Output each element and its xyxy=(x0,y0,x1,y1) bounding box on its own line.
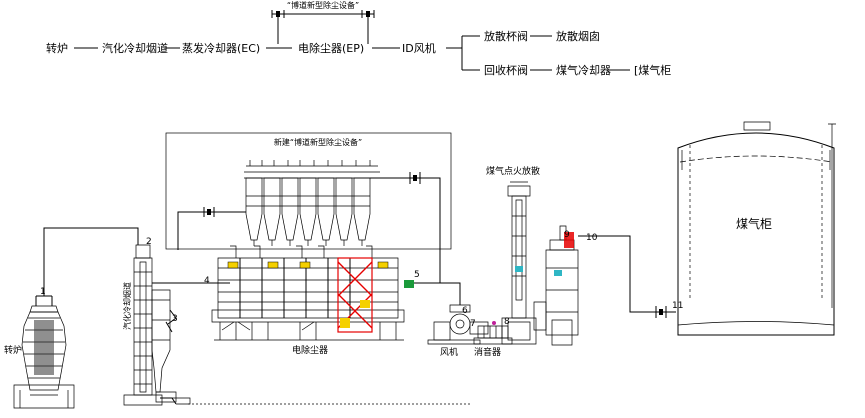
filter-outlet-valve xyxy=(409,172,421,184)
top-note: “博道新型除尘设备” xyxy=(287,0,359,10)
ep-highlight-section xyxy=(337,257,373,333)
flow-step-converter: 转炉 xyxy=(46,41,68,55)
number-10: 10 xyxy=(586,233,598,243)
cooling-flue: 汽化冷却烟道 2 xyxy=(122,237,163,406)
new-equipment-box: 新建“博道新型除尘设备” xyxy=(165,132,452,283)
branch-bottom-holder: [煤气柜 xyxy=(634,63,671,77)
converter-label: 转炉 xyxy=(4,344,22,356)
filter-inlet-line xyxy=(177,211,246,250)
number-8: 8 xyxy=(504,317,510,327)
filter-top-header xyxy=(244,160,380,179)
branch-bottom-cooler: 煤气冷却器 xyxy=(556,63,611,77)
fan-label: 风机 xyxy=(440,346,458,358)
bypass-line xyxy=(277,13,369,44)
bypass-valve-right xyxy=(361,10,375,18)
gas-cooler: 9 xyxy=(533,225,579,346)
duct-to-holder xyxy=(578,235,676,313)
electrostatic-precipitator: 电除尘器 5 xyxy=(211,245,420,356)
number-7: 7 xyxy=(470,319,476,329)
branch-top-valve: 放散杯阀 xyxy=(484,29,528,43)
flow-step-flue: 汽化冷却烟道 xyxy=(102,41,168,55)
silencer: 消音器 7 xyxy=(470,319,513,358)
branch-top-stack: 放散烟囱 xyxy=(556,29,600,43)
duct-converter-to-flue xyxy=(43,227,139,296)
number-2: 2 xyxy=(146,237,152,247)
flow-step-fan: ID风机 xyxy=(402,41,436,55)
new-equipment-title: 新建“博道新型除尘设备” xyxy=(274,137,362,147)
number-3: 3 xyxy=(172,314,178,324)
number-6: 6 xyxy=(462,306,468,316)
duct-ep-to-fan xyxy=(414,282,461,305)
filter-inlet-valve xyxy=(203,207,215,217)
flow-chart: “博道新型除尘设备” 转炉 汽化冷却烟道 蒸发冷却器(EC) 电除尘器(EP) … xyxy=(46,0,671,77)
ep-label: 电除尘器 xyxy=(292,344,328,356)
flow-step-ec: 蒸发冷却器(EC) xyxy=(182,41,260,55)
filter-outlet-line xyxy=(370,177,441,283)
bypass-valve-left xyxy=(271,10,285,18)
flow-step-ep: 电除尘器(EP) xyxy=(298,41,364,55)
new-equipment-frame xyxy=(165,132,452,250)
evaporative-cooler: 3 xyxy=(151,289,191,405)
id-fan: 风机 6 xyxy=(427,304,489,358)
holder-label: 煤气柜 xyxy=(736,216,772,231)
gas-holder: 煤气柜 xyxy=(677,121,836,336)
flare-stack: 煤气点火放散 8 xyxy=(486,165,540,345)
number-9: 9 xyxy=(564,230,570,240)
converter-unit: 转炉 1 xyxy=(4,287,75,409)
flue-label: 汽化冷却烟道 xyxy=(122,282,132,330)
number-1: 1 xyxy=(40,287,46,297)
number-4: 4 xyxy=(204,276,210,286)
filter-hoppers xyxy=(245,177,371,246)
holder-inlet-valve xyxy=(655,306,667,318)
silencer-label: 消音器 xyxy=(474,346,501,358)
flare-label: 煤气点火放散 xyxy=(486,165,540,177)
branch-bottom-valve: 回收杯阀 xyxy=(484,63,528,77)
number-5: 5 xyxy=(414,270,420,280)
branch-lines xyxy=(446,35,480,71)
